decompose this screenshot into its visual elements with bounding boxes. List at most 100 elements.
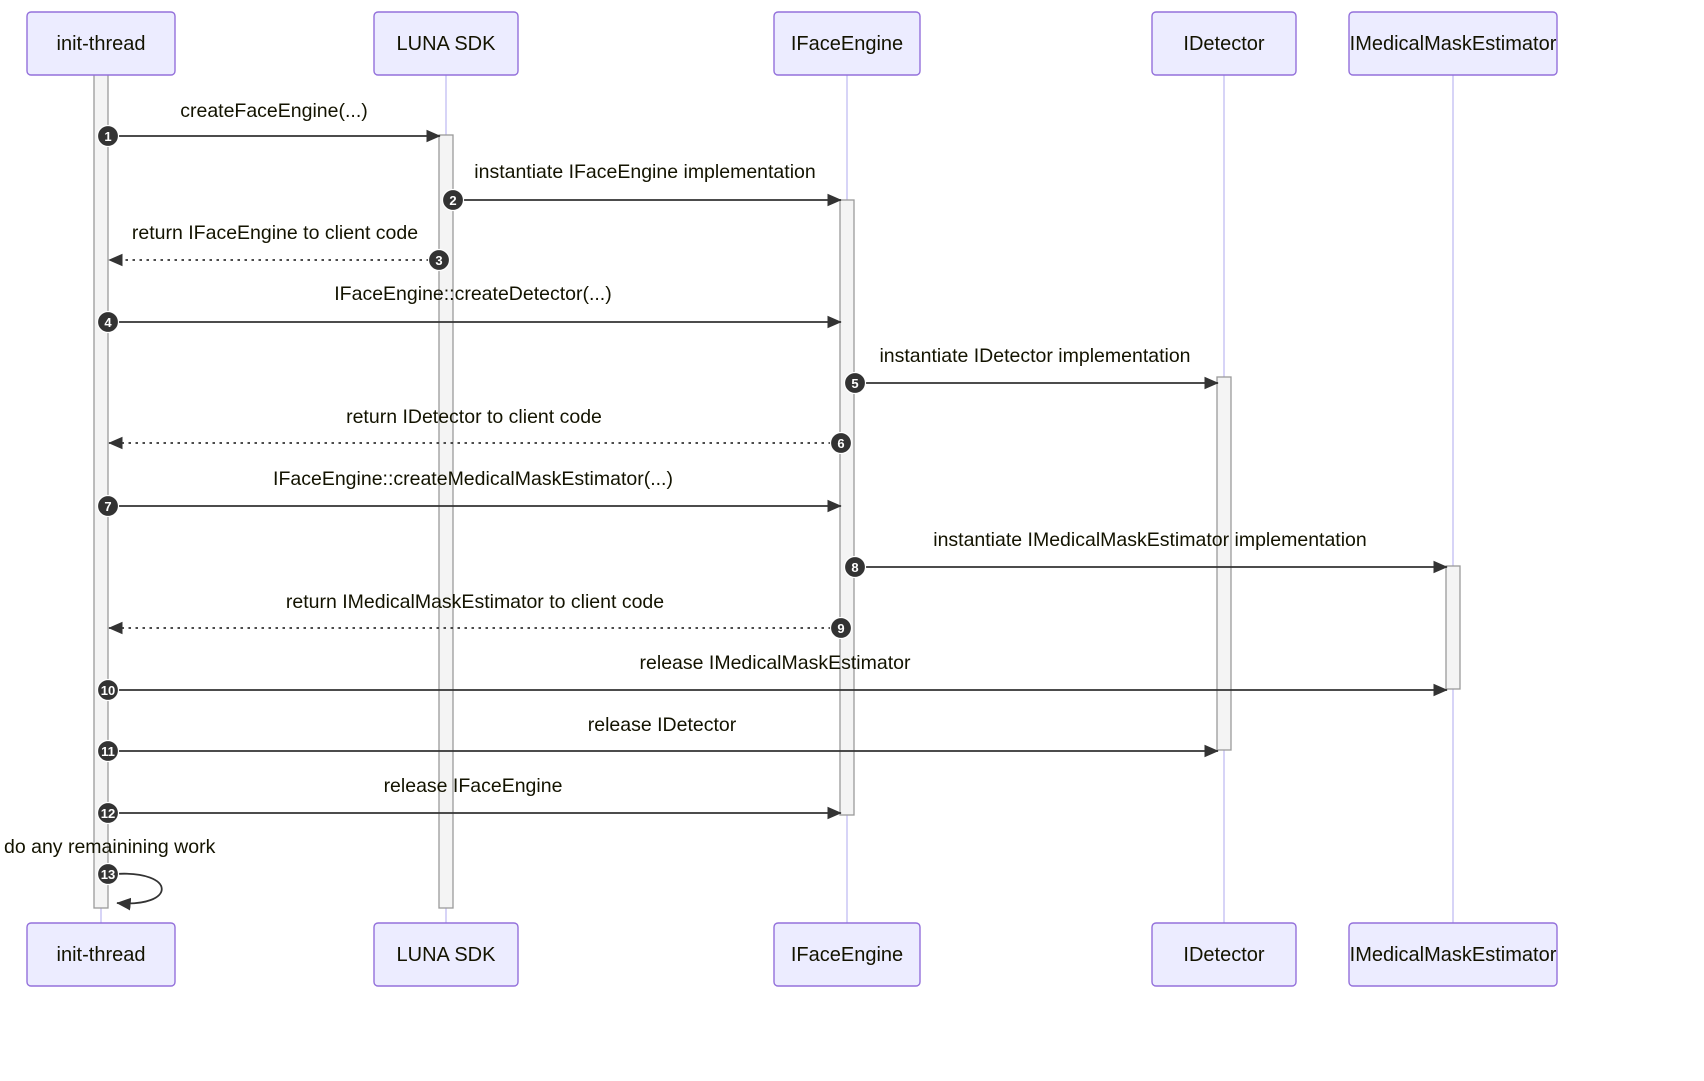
sequence-badge-circle-6 <box>829 431 853 455</box>
message-2[interactable]: instantiate IFaceEngine implementation 2 <box>441 161 842 212</box>
sequence-badge-text-3: 3 <box>435 253 442 268</box>
participant-footer-label-engine: IFaceEngine <box>791 944 903 966</box>
participant-header-box-mask[interactable] <box>1348 11 1558 76</box>
message-6[interactable]: return IDetector to client code 6 <box>108 406 853 455</box>
sequence-badge-12: 12 <box>96 801 120 825</box>
participant-header-label-engine: IFaceEngine <box>791 33 903 55</box>
participant-header-detector[interactable]: IDetector <box>1151 11 1297 76</box>
sequence-badge-text-12: 12 <box>101 806 115 821</box>
message-label-2: instantiate IFaceEngine implementation <box>474 161 815 183</box>
message-self-loop-path-13 <box>114 872 163 911</box>
sequence-badge-circle-5 <box>843 371 867 395</box>
participant-footer-mask[interactable]: IMedicalMaskEstimator <box>1348 922 1558 987</box>
message-13[interactable]: do any remainining work 13 <box>4 836 216 911</box>
message-3[interactable]: return IFaceEngine to client code 3 <box>108 222 451 272</box>
messages-layer: createFaceEngine(...) 1 instantiate IFaceE… <box>4 100 1448 911</box>
sequence-badge-text-11: 11 <box>101 744 115 759</box>
participant-footer-engine[interactable]: IFaceEngine <box>773 922 921 987</box>
message-8[interactable]: instantiate IMedicalMaskEstimator implem… <box>843 529 1448 579</box>
header-participants-layer: init-thread LUNA SDK IFaceEngine IDetector I… <box>26 11 1558 76</box>
message-4[interactable]: IFaceEngine::createDetector(...)4 <box>96 283 842 334</box>
message-12[interactable]: release IFaceEngine 12 <box>96 775 842 825</box>
message-label-4: IFaceEngine::createDetector(...) <box>334 283 611 305</box>
sequence-badge-9: 9 <box>829 616 853 640</box>
participant-footer-luna[interactable]: LUNA SDK <box>373 922 519 987</box>
participant-header-luna[interactable]: LUNA SDK <box>373 11 519 76</box>
sequence-badge-circle-4 <box>96 310 120 334</box>
message-1[interactable]: createFaceEngine(...) 1 <box>96 100 441 148</box>
footer-participants-layer: init-thread LUNA SDK IFaceEngine IDetector I… <box>26 922 1558 987</box>
sequence-badge-text-1: 1 <box>104 129 111 144</box>
sequence-badge-text-13: 13 <box>101 867 115 882</box>
participant-header-box-engine[interactable] <box>773 11 921 76</box>
participant-header-label-detector: IDetector <box>1183 33 1264 55</box>
sequence-badge-text-10: 10 <box>101 683 115 698</box>
sequence-badge-circle-9 <box>829 616 853 640</box>
sequence-badge-text-7: 7 <box>104 499 111 514</box>
sequence-badge-6: 6 <box>829 431 853 455</box>
message-10[interactable]: release IMedicalMaskEstimator 10 <box>96 652 1448 702</box>
activation-bar-detector <box>1216 376 1232 751</box>
participant-footer-detector[interactable]: IDetector <box>1151 922 1297 987</box>
sequence-badge-13: 13 <box>96 862 120 886</box>
sequence-badge-7: 7 <box>96 494 120 518</box>
activation-bar-mask <box>1445 565 1461 690</box>
participant-footer-init[interactable]: init-thread <box>26 922 176 987</box>
participant-header-engine[interactable]: IFaceEngine <box>773 11 921 76</box>
sequence-badge-3: 3 <box>427 248 451 272</box>
activation-bar-init <box>93 71 109 909</box>
participant-header-mask[interactable]: IMedicalMaskEstimator <box>1348 11 1558 76</box>
message-label-3: return IFaceEngine to client code <box>132 222 418 244</box>
activation-bar-luna <box>438 134 454 909</box>
message-9[interactable]: return IMedicalMaskEstimator to client c… <box>108 591 853 640</box>
sequence-badge-text-4: 4 <box>104 315 112 330</box>
message-label-12: release IFaceEngine <box>384 775 563 797</box>
participant-footer-box-init[interactable] <box>26 922 176 987</box>
sequence-badge-circle-12 <box>96 801 120 825</box>
participant-footer-label-mask: IMedicalMaskEstimator <box>1350 944 1557 966</box>
lifelines-layer <box>100 75 1454 923</box>
activation-bar-engine <box>839 199 855 816</box>
message-7[interactable]: IFaceEngine::createMedicalMaskEstimator(… <box>96 468 842 518</box>
sequence-badge-circle-11 <box>96 739 120 763</box>
participant-footer-label-init: init-thread <box>57 944 146 966</box>
sequence-badge-circle-2 <box>441 188 465 212</box>
sequence-badge-circle-1 <box>96 124 120 148</box>
participant-footer-box-engine[interactable] <box>773 922 921 987</box>
participant-footer-label-detector: IDetector <box>1183 944 1264 966</box>
message-label-10: release IMedicalMaskEstimator <box>640 652 911 674</box>
activations-layer <box>93 71 1461 909</box>
sequence-badge-10: 10 <box>96 678 120 702</box>
sequence-badge-circle-10 <box>96 678 120 702</box>
sequence-badge-text-9: 9 <box>837 621 844 636</box>
sequence-badge-2: 2 <box>441 188 465 212</box>
message-label-9: return IMedicalMaskEstimator to client c… <box>286 591 664 613</box>
sequence-badge-circle-3 <box>427 248 451 272</box>
participant-footer-box-luna[interactable] <box>373 922 519 987</box>
message-label-13: do any remainining work <box>4 836 216 858</box>
participant-header-box-luna[interactable] <box>373 11 519 76</box>
sequence-badge-5: 5 <box>843 371 867 395</box>
sequence-badge-4: 4 <box>96 310 120 334</box>
sequence-badge-circle-8 <box>843 555 867 579</box>
message-label-5: instantiate IDetector implementation <box>879 345 1190 367</box>
participant-footer-box-mask[interactable] <box>1348 922 1558 987</box>
message-5[interactable]: instantiate IDetector implementation 5 <box>843 345 1219 395</box>
sequence-badge-text-5: 5 <box>851 376 858 391</box>
participant-header-box-detector[interactable] <box>1151 11 1297 76</box>
sequence-badge-text-8: 8 <box>851 560 858 575</box>
participant-footer-label-luna: LUNA SDK <box>397 944 497 966</box>
participant-header-box-init[interactable] <box>26 11 176 76</box>
sequence-badge-circle-7 <box>96 494 120 518</box>
participant-header-init[interactable]: init-thread <box>26 11 176 76</box>
participant-header-label-init: init-thread <box>57 33 146 55</box>
message-label-6: return IDetector to client code <box>346 406 602 428</box>
message-label-1: createFaceEngine(...) <box>180 100 368 122</box>
sequence-badge-1: 1 <box>96 124 120 148</box>
participant-footer-box-detector[interactable] <box>1151 922 1297 987</box>
message-label-8: instantiate IMedicalMaskEstimator implem… <box>933 529 1367 551</box>
participant-header-label-mask: IMedicalMaskEstimator <box>1350 33 1557 55</box>
